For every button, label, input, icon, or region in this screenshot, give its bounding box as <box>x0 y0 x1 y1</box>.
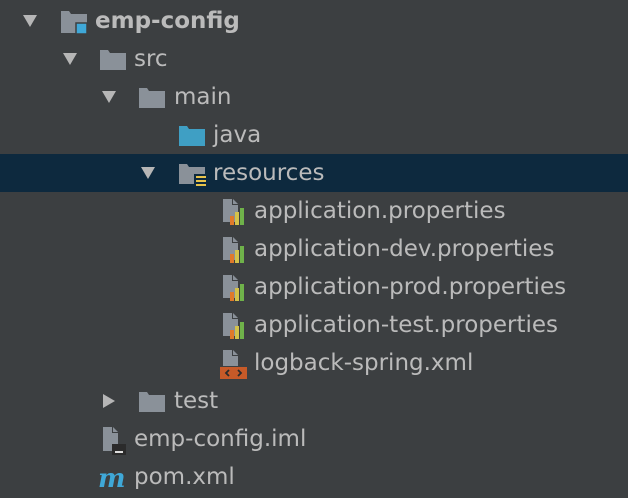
xml-file-icon <box>218 344 252 382</box>
tree-row-pom[interactable]: m pom.xml <box>0 458 628 496</box>
tree-label-file: application-test.properties <box>254 312 559 338</box>
properties-file-icon <box>218 230 252 268</box>
svg-text:m: m <box>98 464 126 494</box>
tree-row-resources[interactable]: resources <box>0 154 628 192</box>
tree-label-resources: resources <box>213 160 325 186</box>
tree-row-iml[interactable]: emp-config.iml <box>0 420 628 458</box>
iml-file-icon <box>98 420 132 458</box>
chevron-down-icon[interactable] <box>136 154 160 192</box>
chevron-down-icon[interactable] <box>58 40 82 78</box>
properties-file-icon <box>218 192 252 230</box>
tree-row-file[interactable]: logback-spring.xml <box>0 344 628 382</box>
tree-label-test: test <box>174 388 219 414</box>
tree-row-src[interactable]: src <box>0 40 628 78</box>
maven-icon: m <box>96 458 130 496</box>
tree-label-iml: emp-config.iml <box>134 426 307 452</box>
chevron-down-icon[interactable] <box>18 2 42 40</box>
tree-row-file[interactable]: application-dev.properties <box>0 230 628 268</box>
tree-row-java[interactable]: java <box>0 116 628 154</box>
folder-icon <box>97 40 131 78</box>
folder-icon <box>136 382 170 420</box>
tree-label-emp-config: emp-config <box>95 8 240 34</box>
tree-label-java: java <box>213 122 262 148</box>
properties-file-icon <box>218 268 252 306</box>
tree-label-file: application.properties <box>254 198 506 224</box>
tree-row-test[interactable]: test <box>0 382 628 420</box>
chevron-right-icon[interactable] <box>97 382 121 420</box>
tree-label-file: logback-spring.xml <box>254 350 474 376</box>
tree-label-file: application-prod.properties <box>254 274 567 300</box>
tree-label-pom: pom.xml <box>134 464 235 490</box>
module-folder-icon <box>58 2 92 40</box>
tree-row-main[interactable]: main <box>0 78 628 116</box>
tree-row-emp-config[interactable]: emp-config <box>0 2 628 40</box>
tree-label-src: src <box>134 46 168 72</box>
tree-row-file[interactable]: application-test.properties <box>0 306 628 344</box>
tree-row-file[interactable]: application-prod.properties <box>0 268 628 306</box>
tree-label-file: application-dev.properties <box>254 236 555 262</box>
chevron-down-icon[interactable] <box>97 78 121 116</box>
properties-file-icon <box>218 306 252 344</box>
resources-folder-icon <box>176 154 210 192</box>
tree-label-main: main <box>174 84 232 110</box>
folder-icon <box>136 78 170 116</box>
source-folder-icon <box>176 116 210 154</box>
tree-row-file[interactable]: application.properties <box>0 192 628 230</box>
